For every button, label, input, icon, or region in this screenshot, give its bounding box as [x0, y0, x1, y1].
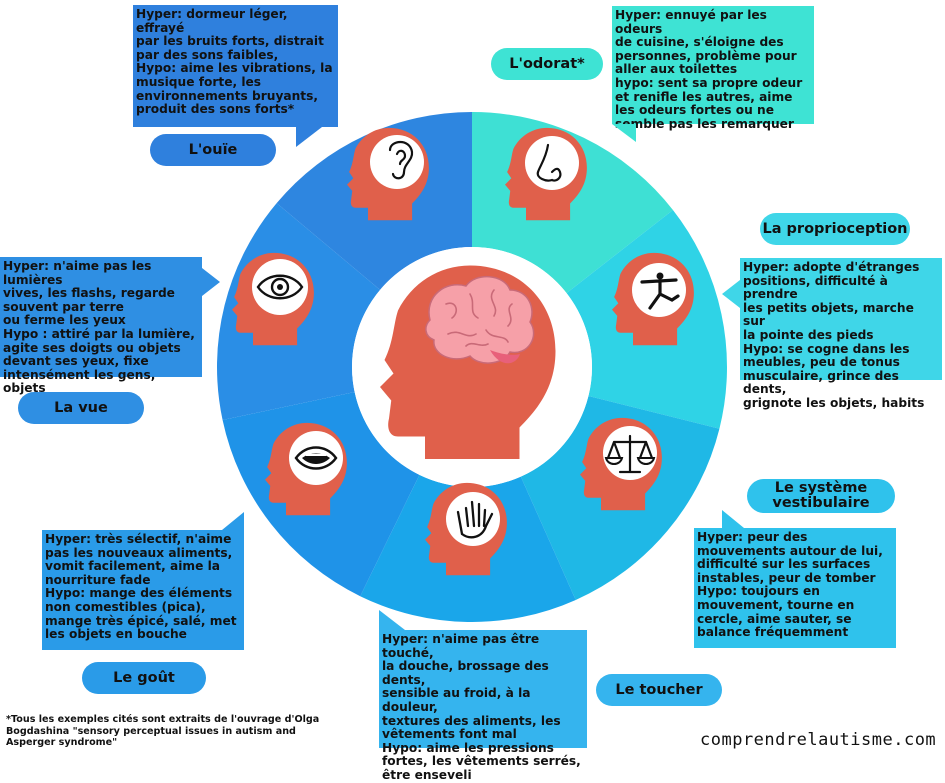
eye-icon — [256, 274, 304, 300]
toucher-description: Hyper: n'aime pas être touché, la douche… — [379, 630, 587, 782]
senses-wheel — [217, 111, 727, 623]
source-footnote: *Tous les exemples cités sont extraits d… — [6, 714, 320, 748]
ouie-description: Hyper: dormeur léger, effrayé par les br… — [133, 5, 338, 127]
mouth-icon — [294, 446, 338, 470]
vestibulaire-box-tail — [722, 510, 744, 528]
vue-label: La vue — [18, 392, 144, 424]
odorat-box-tail — [612, 124, 636, 142]
nose-icon — [536, 143, 562, 182]
toucher-label: Le toucher — [596, 674, 722, 706]
gout-box-tail — [222, 512, 244, 530]
gout-description: Hyper: très sélectif, n'aime pas les nou… — [42, 530, 244, 650]
hand-icon — [456, 500, 494, 539]
odorat-description: Hyper: ennuyé par les odeurs de cuisine,… — [612, 6, 814, 131]
vestibulaire-label: Le système vestibulaire — [747, 479, 895, 513]
ouie-label: L'ouïe — [150, 134, 276, 166]
vestibulaire-description: Hyper: peur des mouvements autour de lui… — [694, 528, 896, 648]
gout-label: Le goût — [82, 662, 206, 694]
nose-icon-bg — [525, 136, 579, 190]
scales-icon — [604, 434, 656, 474]
vue-description: Hyper: n'aime pas les lumières vives, le… — [0, 257, 202, 395]
odorat-label: L'odorat* — [491, 48, 603, 80]
toucher-box-tail — [379, 610, 405, 630]
vue-box-tail — [202, 268, 220, 296]
ouie-box-tail — [296, 127, 322, 147]
person-balance-icon — [640, 272, 680, 310]
website-credit: comprendrelautisme.com — [700, 730, 937, 750]
proprioception-box-tail — [722, 280, 740, 308]
brain-icon — [425, 276, 535, 364]
proprioception-description: Hyper: adopte d'étranges positions, diff… — [740, 258, 942, 410]
proprioception-label: La proprioception — [760, 213, 910, 245]
ear-icon — [388, 140, 414, 180]
